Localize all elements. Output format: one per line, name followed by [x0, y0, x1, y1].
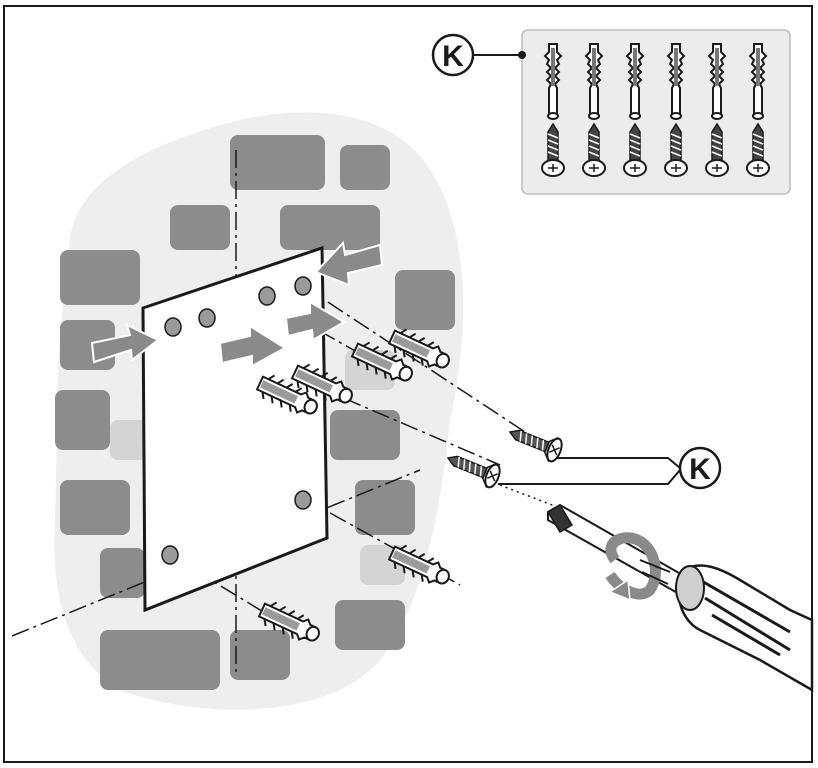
parts-kit — [521, 29, 791, 195]
mounting-hole — [294, 276, 312, 296]
brick — [100, 548, 145, 598]
mounting-hole — [294, 490, 312, 510]
callout-letter: K — [442, 40, 464, 73]
mounting-hole — [258, 286, 276, 306]
brick — [55, 390, 110, 450]
pointer-arrows — [90, 240, 384, 368]
arrow — [218, 324, 287, 368]
leader-line — [498, 469, 681, 485]
mounting-plate — [141, 245, 329, 613]
brick — [170, 205, 230, 250]
leader-dot — [518, 51, 526, 59]
arrow — [314, 240, 384, 287]
brick — [110, 420, 150, 460]
screwdriver — [546, 503, 814, 693]
arrow — [90, 323, 160, 364]
mounting-hole — [198, 308, 216, 328]
brick — [100, 630, 220, 690]
brick — [340, 145, 390, 190]
mounting-hole — [161, 545, 179, 565]
arrow — [284, 300, 346, 342]
brick — [280, 205, 380, 250]
brick — [230, 630, 290, 680]
brick — [60, 250, 140, 305]
brick — [395, 270, 455, 330]
callout-bottom: K — [498, 446, 722, 490]
callout-letter: K — [689, 453, 711, 486]
brick — [355, 480, 415, 535]
brick — [230, 135, 325, 190]
brick — [335, 600, 405, 650]
brick — [330, 410, 400, 460]
leader-line — [556, 457, 681, 469]
mounting-hole — [164, 317, 182, 337]
callout-top: K — [431, 33, 526, 77]
brick — [60, 480, 130, 535]
